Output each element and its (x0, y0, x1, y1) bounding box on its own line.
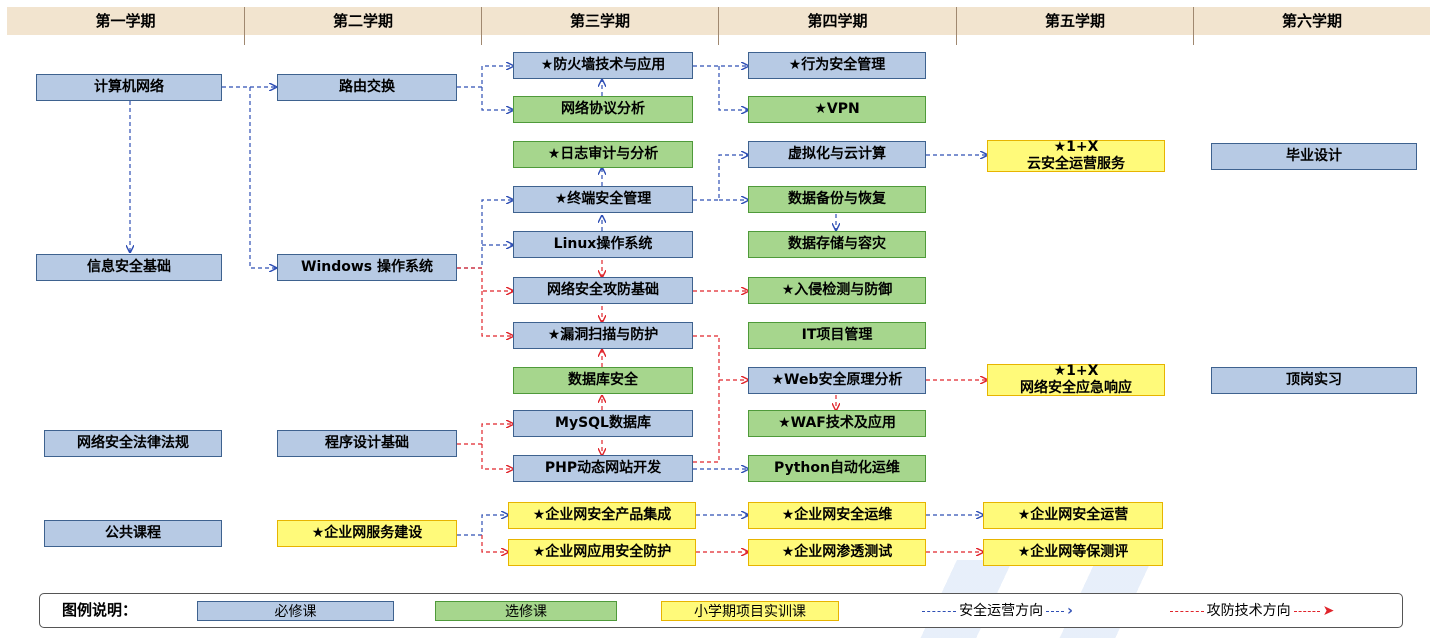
legend-title: 图例说明： (62, 601, 138, 619)
course-it-project-mgmt: IT项目管理 (748, 322, 926, 349)
legend-attack-label: 攻防技术方向 (1206, 603, 1291, 619)
semester-header: 第一学期 第二学期 第三学期 第四学期 第五学期 第六学期 (7, 7, 1430, 47)
course-public-courses: 公共课程 (44, 520, 222, 547)
course-firewall: ★防火墙技术与应用 (513, 52, 693, 79)
course-security-operations: ★企业网安全运营 (983, 502, 1163, 529)
course-security-product-integration: ★企业网安全产品集成 (508, 502, 696, 529)
semester-3-header: 第三学期 (482, 7, 719, 45)
course-virtualization-cloud: 虚拟化与云计算 (748, 141, 926, 168)
legend: 图例说明： 必修课 选修课 小学期项目实训课 安全运营方向 › 攻防技术方向 ➤ (39, 593, 1403, 628)
course-app-security-protection: ★企业网应用安全防护 (508, 539, 696, 566)
course-storage-dr: 数据存储与容灾 (748, 231, 926, 258)
semester-4-header: 第四学期 (719, 7, 957, 45)
cloud-cert-title: 云安全运营服务 (1027, 156, 1125, 172)
course-windows-os: Windows 操作系统 (277, 254, 457, 281)
semester-5-header: 第五学期 (957, 7, 1194, 45)
course-database-security: 数据库安全 (513, 367, 693, 394)
course-compliance-assessment: ★企业网等保测评 (983, 539, 1163, 566)
course-info-security-basics: 信息安全基础 (36, 254, 222, 281)
course-linux-os: Linux操作系统 (513, 231, 693, 258)
course-1x-cloud-security: ★1+X 云安全运营服务 (987, 139, 1165, 172)
course-internship: 顶岗实习 (1211, 367, 1417, 394)
course-graduation-project: 毕业设计 (1211, 143, 1417, 170)
red-dash-line-2 (1293, 610, 1320, 612)
cloud-cert-label: ★1+X (1053, 139, 1099, 155)
course-attack-defense-basics: 网络安全攻防基础 (513, 277, 693, 304)
legend-attack-direction: 攻防技术方向 ➤ (1133, 601, 1368, 621)
red-arrow-icon: ➤ (1322, 603, 1335, 619)
legend-required: 必修课 (197, 601, 394, 621)
course-backup-recovery: 数据备份与恢复 (748, 186, 926, 213)
course-python-ops: Python自动化运维 (748, 455, 926, 482)
course-protocol-analysis: 网络协议分析 (513, 96, 693, 123)
course-ids-ips: ★入侵检测与防御 (748, 277, 926, 304)
emergency-cert-title: 网络安全应急响应 (1020, 380, 1132, 396)
course-php-web: PHP动态网站开发 (513, 455, 693, 482)
course-cyber-law: 网络安全法律法规 (44, 430, 222, 457)
legend-elective: 选修课 (435, 601, 617, 621)
course-routing-switching: 路由交换 (277, 74, 457, 101)
semester-6-header: 第六学期 (1194, 7, 1430, 45)
blue-dash-line (922, 610, 957, 612)
legend-ops-label: 安全运营方向 (959, 603, 1044, 619)
course-1x-emergency-response: ★1+X 网络安全应急响应 (987, 363, 1165, 396)
course-vuln-scan: ★漏洞扫描与防护 (513, 322, 693, 349)
course-programming-basics: 程序设计基础 (277, 430, 457, 457)
course-mysql: MySQL数据库 (513, 410, 693, 437)
course-web-security: ★Web安全原理分析 (748, 367, 926, 394)
course-vpn: ★VPN (748, 96, 926, 123)
course-enterprise-service-build: ★企业网服务建设 (277, 520, 457, 547)
course-security-ops: ★企业网安全运维 (748, 502, 926, 529)
emergency-cert-label: ★1+X (1053, 363, 1099, 379)
course-pentest: ★企业网渗透测试 (748, 539, 926, 566)
course-waf: ★WAF技术及应用 (748, 410, 926, 437)
red-dash-line (1169, 610, 1204, 612)
blue-dash-line-2 (1046, 610, 1065, 612)
semester-2-header: 第二学期 (245, 7, 482, 45)
legend-project: 小学期项目实训课 (661, 601, 839, 621)
course-behavior-security: ★行为安全管理 (748, 52, 926, 79)
semester-1-header: 第一学期 (7, 7, 245, 45)
blue-arrow-icon: › (1067, 603, 1073, 619)
course-log-audit: ★日志审计与分析 (513, 141, 693, 168)
legend-ops-direction: 安全运营方向 › (886, 601, 1106, 621)
course-endpoint-security: ★终端安全管理 (513, 186, 693, 213)
course-computer-network: 计算机网络 (36, 74, 222, 101)
